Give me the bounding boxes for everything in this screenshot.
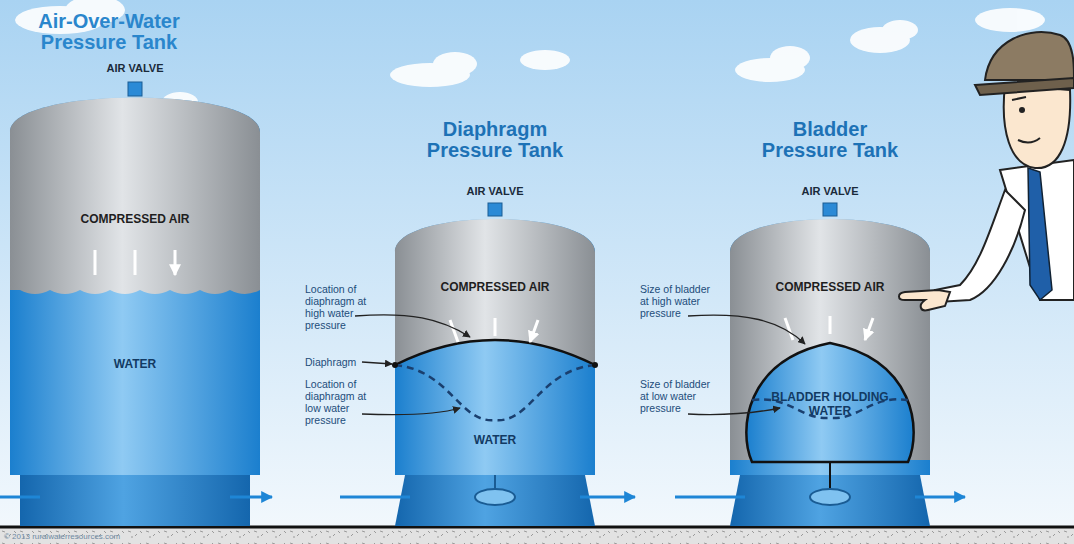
callout-label: Location of diaphragm at low water press…: [305, 378, 383, 426]
region-label: WATER: [395, 427, 595, 455]
tank-title: Diaphragm Pressure Tank: [415, 119, 575, 165]
tank-title: Air-Over-Water Pressure Tank: [24, 11, 194, 57]
copyright-note: © 2013 ruralwaterresources.com: [4, 532, 204, 541]
callout-label: Location of diaphragm at high water pres…: [305, 283, 383, 331]
tank-node: Diaphragm Pressure TankCOMPRESSED AIRWAT…: [395, 215, 595, 475]
leader-lines: [355, 315, 805, 415]
air-region: COMPRESSED AIR: [10, 195, 260, 245]
bladder-region: BLADDER HOLDING WATER: [770, 380, 890, 430]
valve-label: AIR VALVE: [85, 62, 185, 75]
region-label: COMPRESSED AIR: [395, 265, 595, 311]
callout-label: Diaphragm: [305, 356, 363, 368]
cartoon-plumber: [899, 32, 1074, 310]
air-region: COMPRESSED AIR: [730, 265, 930, 311]
region-label: COMPRESSED AIR: [730, 265, 930, 311]
region-label: COMPRESSED AIR: [10, 195, 260, 245]
air-over-water-tank: [0, 82, 272, 526]
region-label: WATER: [10, 345, 260, 385]
tank-title: Bladder Pressure Tank: [750, 119, 910, 165]
water-region: WATER: [10, 345, 260, 385]
diaphragm-tank: [340, 203, 635, 526]
gravel-ground: [0, 528, 1074, 544]
valve-label: AIR VALVE: [780, 185, 880, 198]
valve-label: AIR VALVE: [445, 185, 545, 198]
tank-node: Air-Over-Water Pressure TankCOMPRESSED A…: [10, 95, 260, 475]
region-label: BLADDER HOLDING WATER: [770, 380, 890, 430]
water-region: WATER: [395, 427, 595, 455]
air-region: COMPRESSED AIR: [395, 265, 595, 311]
callout-label: Size of bladder at low water pressure: [640, 378, 712, 414]
bladder-tank: [675, 203, 965, 526]
callout-label: Size of bladder at high water pressure: [640, 283, 712, 319]
tank-node: Bladder Pressure TankCOMPRESSED AIRBLADD…: [730, 215, 930, 475]
